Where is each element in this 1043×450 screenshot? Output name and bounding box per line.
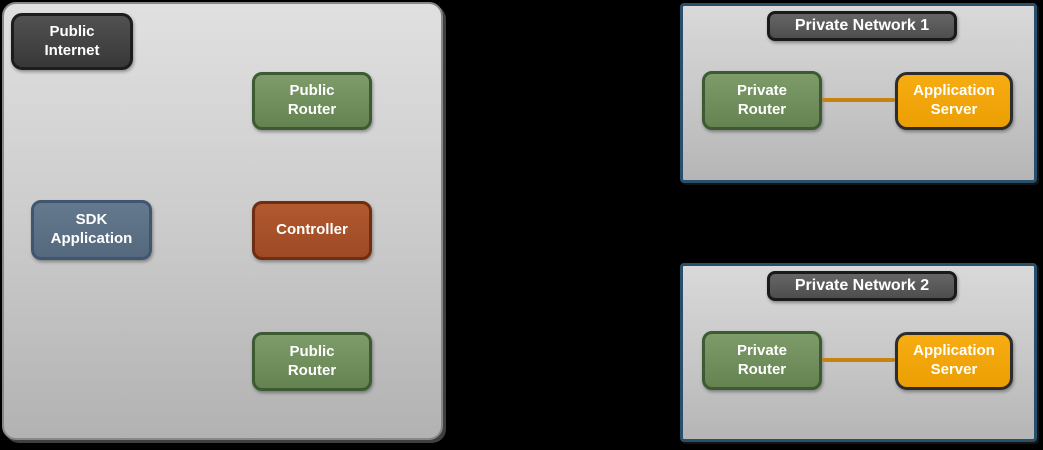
node-application-server-1-label: Application Server (913, 82, 995, 118)
node-private-router-2-label: Private Router (736, 341, 788, 378)
connector-router-to-server-2 (822, 358, 895, 362)
private-network-2-title: Private Network 2 (767, 271, 957, 301)
node-public-router-bottom-label: Public Router (287, 342, 337, 379)
node-private-router-1: Private Router (702, 71, 822, 130)
private-network-1-zone: Private Network 1 Private Router Applica… (680, 3, 1037, 183)
node-private-router-1-label: Private Router (736, 81, 788, 118)
node-public-internet-label: Public Internet (44, 22, 100, 59)
node-application-server-2: Application Server (895, 332, 1013, 390)
private-network-1-title-label: Private Network 1 (794, 17, 930, 34)
node-sdk-application: SDK Application (31, 200, 152, 260)
node-controller: Controller (252, 201, 372, 260)
node-public-router-bottom: Public Router (252, 332, 372, 391)
node-sdk-application-label: SDK Application (50, 211, 133, 247)
private-network-1-title: Private Network 1 (767, 11, 957, 41)
private-network-2-zone: Private Network 2 Private Router Applica… (680, 263, 1037, 442)
private-network-2-title-label: Private Network 2 (794, 277, 930, 294)
node-private-router-2: Private Router (702, 331, 822, 390)
connector-router-to-server-1 (822, 98, 895, 102)
node-public-internet: Public Internet (11, 13, 133, 70)
node-public-router-top: Public Router (252, 72, 372, 130)
public-zone: Public Internet Public Router SDK Applic… (2, 2, 443, 440)
node-application-server-2-label: Application Server (913, 342, 995, 378)
node-controller-label: Controller (276, 221, 348, 239)
node-application-server-1: Application Server (895, 72, 1013, 130)
node-public-router-top-label: Public Router (287, 82, 337, 118)
